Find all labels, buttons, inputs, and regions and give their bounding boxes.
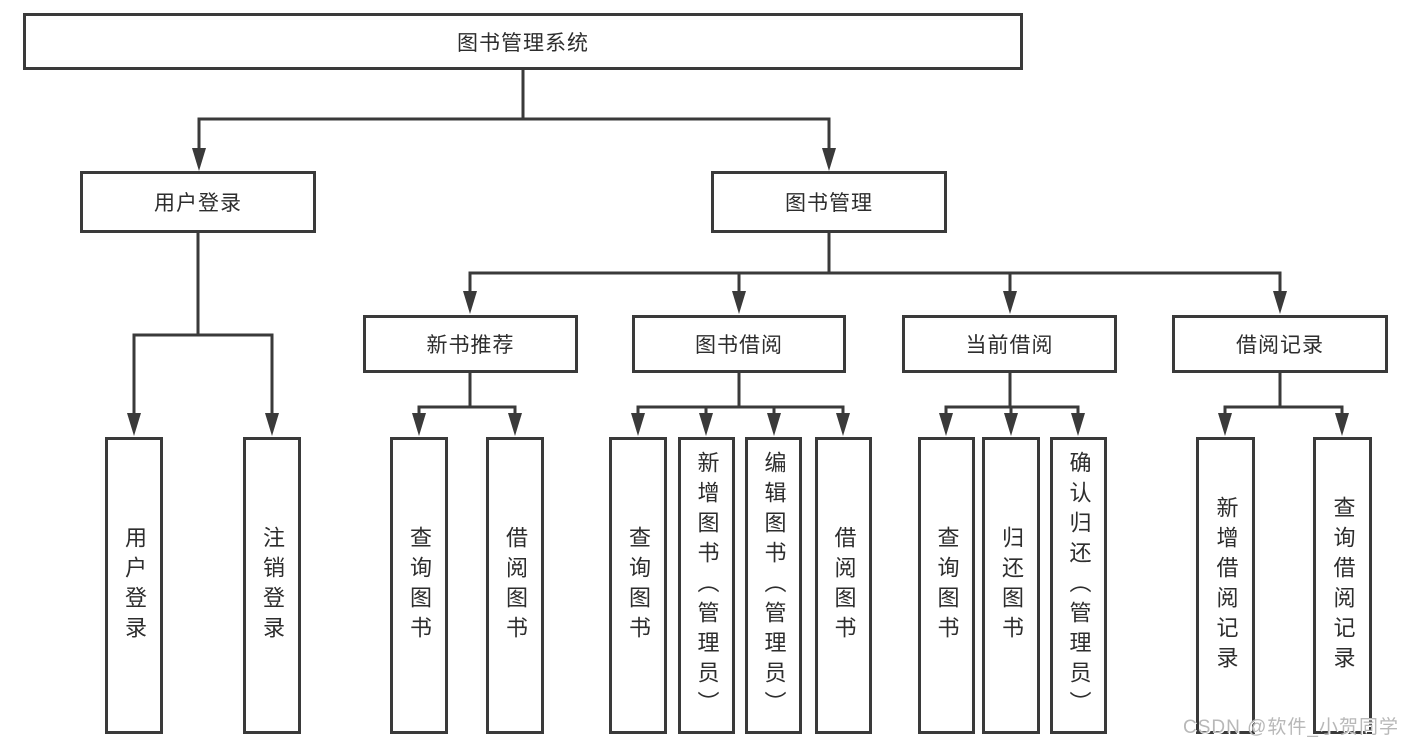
- leaf-user-login-label: 用户登录: [122, 525, 147, 646]
- leaf-newbook-query-books-label: 查询图书: [407, 525, 432, 646]
- leaf-edit-book-admin: 编辑图书（管理员）: [745, 437, 802, 734]
- arrowhead: [732, 291, 746, 314]
- node-borrow-records-label: 借阅记录: [1236, 334, 1324, 357]
- arrowhead: [699, 413, 713, 436]
- connector-newbook-to-leaves: [417, 373, 517, 415]
- node-book-management: 图书管理: [711, 171, 947, 233]
- arrowhead: [463, 291, 477, 314]
- leaf-borrow-query-books: 查询图书: [609, 437, 667, 734]
- leaf-logout: 注销登录: [243, 437, 301, 734]
- leaf-confirm-return-admin: 确认归还（管理员）: [1050, 437, 1107, 734]
- leaf-query-borrow-record: 查询借阅记录: [1313, 437, 1372, 734]
- connector-bookmgmt-to-level3: [468, 233, 1282, 293]
- leaf-add-book-admin-label: 新增图书（管理员）: [694, 450, 720, 721]
- leaf-return-book-label: 归还图书: [999, 525, 1024, 646]
- leaf-add-borrow-record-label: 新增借阅记录: [1213, 495, 1239, 676]
- node-book-management-label: 图书管理: [785, 192, 873, 215]
- arrowhead: [836, 413, 850, 436]
- arrowhead: [508, 413, 522, 436]
- leaf-borrow-query-books-label: 查询图书: [626, 525, 651, 646]
- arrowhead: [1218, 413, 1232, 436]
- node-book-borrow: 图书借阅: [632, 315, 846, 373]
- arrowhead: [767, 413, 781, 436]
- connector-userlogin-to-leaves: [132, 233, 274, 415]
- leaf-borrow-book-label: 借阅图书: [831, 525, 857, 646]
- connector-root-to-level2: [197, 70, 831, 150]
- leaf-newbook-borrow-books-label: 借阅图书: [503, 525, 528, 646]
- leaf-current-query-books: 查询图书: [918, 437, 975, 734]
- leaf-edit-book-admin-label: 编辑图书（管理员）: [761, 450, 787, 721]
- arrowhead: [631, 413, 645, 436]
- leaf-return-book: 归还图书: [982, 437, 1040, 734]
- leaf-current-query-books-label: 查询图书: [934, 525, 960, 646]
- leaf-user-login: 用户登录: [105, 437, 163, 734]
- node-new-book-recommend-label: 新书推荐: [426, 334, 515, 357]
- node-book-borrow-label: 图书借阅: [695, 334, 783, 357]
- leaf-borrow-book: 借阅图书: [815, 437, 872, 734]
- leaf-add-book-admin: 新增图书（管理员）: [678, 437, 735, 734]
- connector-records-to-leaves: [1223, 373, 1344, 415]
- node-root-label: 图书管理系统: [457, 31, 589, 55]
- leaf-add-borrow-record: 新增借阅记录: [1196, 437, 1255, 734]
- connector-borrow-to-leaves: [636, 373, 845, 415]
- leaf-query-borrow-record-label: 查询借阅记录: [1330, 495, 1356, 676]
- arrowhead: [1335, 413, 1349, 436]
- arrowhead: [1004, 413, 1018, 436]
- node-user-login-label: 用户登录: [154, 192, 242, 215]
- leaf-newbook-query-books: 查询图书: [390, 437, 448, 734]
- node-root-system: 图书管理系统: [23, 13, 1023, 70]
- arrowhead: [265, 413, 279, 436]
- csdn-watermark: CSDN @软件_小贺同学: [1183, 717, 1399, 738]
- leaf-confirm-return-admin-label: 确认归还（管理员）: [1066, 450, 1092, 721]
- node-new-book-recommend: 新书推荐: [363, 315, 578, 373]
- node-user-login: 用户登录: [80, 171, 316, 233]
- leaf-logout-label: 注销登录: [260, 525, 285, 646]
- arrowhead: [1003, 291, 1017, 314]
- arrowhead: [412, 413, 426, 436]
- connector-current-to-leaves: [944, 373, 1080, 415]
- arrowhead: [192, 148, 206, 171]
- leaf-newbook-borrow-books: 借阅图书: [486, 437, 544, 734]
- node-current-borrow: 当前借阅: [902, 315, 1117, 373]
- arrowhead: [822, 148, 836, 171]
- arrowhead: [939, 413, 953, 436]
- arrowhead: [1071, 413, 1085, 436]
- node-borrow-records: 借阅记录: [1172, 315, 1388, 373]
- arrowhead: [1273, 291, 1287, 314]
- arrowhead: [127, 413, 141, 436]
- node-current-borrow-label: 当前借阅: [965, 334, 1054, 357]
